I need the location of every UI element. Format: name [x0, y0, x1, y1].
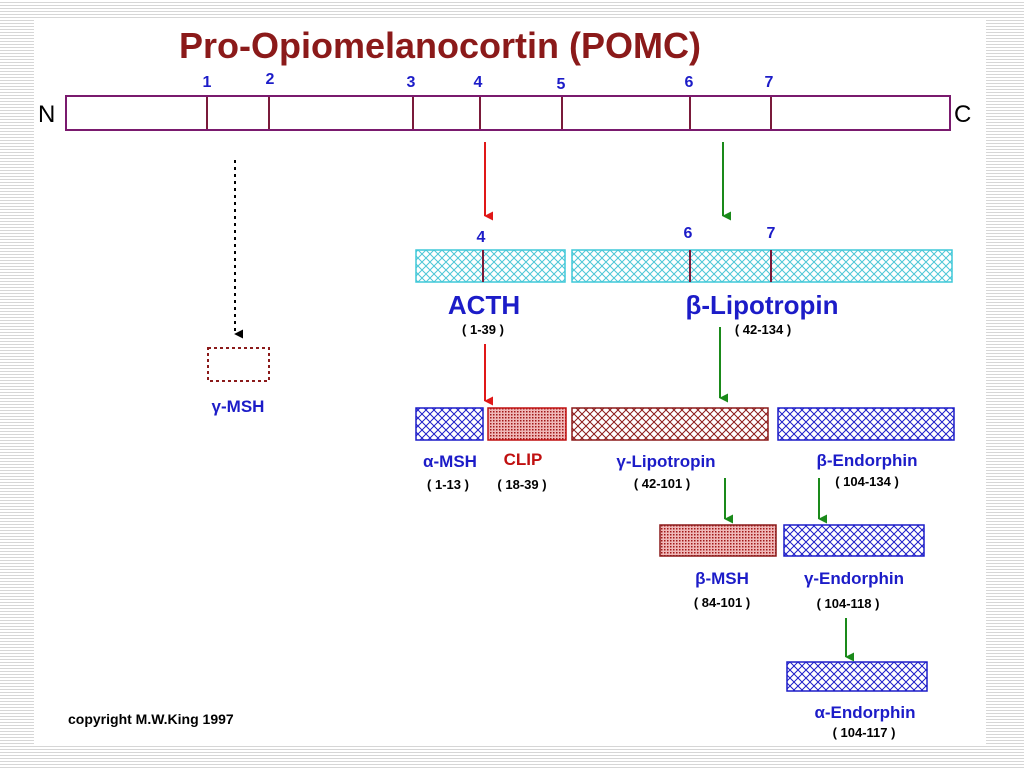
page-title: Pro-Opiomelanocortin (POMC) — [179, 25, 701, 66]
b-lipotropin-site-7: 7 — [767, 225, 776, 242]
slide: Pro-Opiomelanocortin (POMC) N C 1 2 3 4 … — [34, 18, 986, 746]
g-msh-label: γ-MSH — [212, 397, 265, 416]
a-msh-box — [415, 407, 484, 441]
g-endorphin-range: ( 104-118 ) — [817, 596, 880, 611]
b-lipotropin-site-6: 6 — [684, 225, 693, 242]
site-number-4: 4 — [474, 74, 483, 91]
g-endorphin-label: γ-Endorphin — [804, 569, 904, 588]
clip-label: CLIP — [504, 450, 543, 469]
b-endorphin-range: ( 104-134 ) — [835, 474, 899, 489]
acth-box — [415, 249, 566, 283]
pomc-diagram: Pro-Opiomelanocortin (POMC) N C 1 2 3 4 … — [38, 25, 971, 740]
b-msh-box — [659, 524, 777, 557]
copyright-text: copyright M.W.King 1997 — [68, 711, 234, 727]
pomc-precursor-bar — [65, 95, 951, 131]
site-number-5: 5 — [557, 76, 566, 93]
b-endorphin-label: β-Endorphin — [816, 451, 917, 470]
site-number-1: 1 — [203, 74, 212, 91]
a-endorphin-label: α-Endorphin — [814, 703, 915, 722]
a-msh-range: ( 1-13 ) — [427, 477, 469, 492]
b-msh-range: ( 84-101 ) — [694, 595, 750, 610]
a-endorphin-range: ( 104-117 ) — [833, 725, 896, 740]
g-endorphin-box — [783, 524, 925, 557]
c-terminus-label: C — [954, 101, 971, 128]
n-terminus-label: N — [38, 101, 55, 128]
clip-box — [487, 407, 567, 441]
acth-range: ( 1-39 ) — [462, 322, 504, 337]
site-number-3: 3 — [407, 74, 416, 91]
a-msh-label: α-MSH — [423, 452, 477, 471]
b-msh-label: β-MSH — [695, 569, 749, 588]
a-endorphin-box — [786, 661, 928, 692]
g-lipotropin-box — [571, 407, 769, 441]
clip-range: ( 18-39 ) — [497, 477, 546, 492]
site-number-7: 7 — [765, 74, 774, 91]
g-lipotropin-label: γ-Lipotropin — [616, 452, 715, 471]
acth-label: ACTH — [448, 290, 520, 320]
b-endorphin-box — [777, 407, 955, 441]
site-number-6: 6 — [685, 74, 694, 91]
b-lipotropin-label: β-Lipotropin — [685, 290, 838, 320]
g-lipotropin-range: ( 42-101 ) — [634, 476, 690, 491]
b-lipotropin-box — [571, 249, 953, 283]
site-number-2: 2 — [266, 71, 275, 88]
acth-site-number: 4 — [477, 229, 486, 246]
b-lipotropin-range: ( 42-134 ) — [735, 322, 791, 337]
g-msh-box — [207, 347, 270, 382]
